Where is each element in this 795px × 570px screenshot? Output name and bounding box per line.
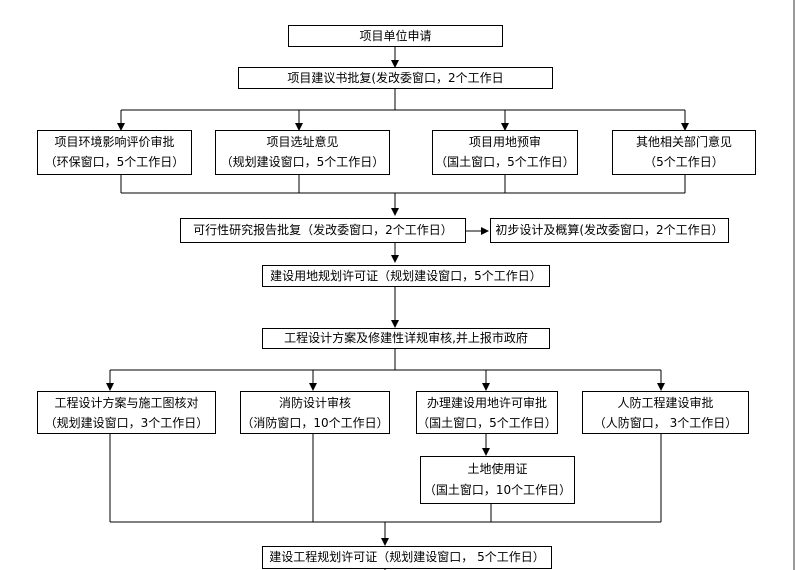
node-fire-sub: （消防窗口，10个工作日） [241,416,389,430]
node-apply: 项目单位申请 [288,25,503,47]
right-border-line [793,0,795,570]
node-civil-defense-title: 人防工程建设审批 [617,396,714,410]
node-prelim: 初步设计及概算(发改委窗口，2个工作日） [490,218,729,243]
node-land-use: 土地使用证 （国土窗口，10个工作日） [420,456,575,504]
node-env: 项目环境影响评价审批 （环保窗口，5个工作日） [37,130,192,175]
node-land-permit: 办理建设用地许可审批 （国土窗口，5个工作日） [416,391,558,434]
node-land-use-sub: （国土窗口，10个工作日） [423,483,572,497]
node-proposal: 项目建议书批复(发改委窗口，2个工作日 [238,67,553,89]
node-scheme: 工程设计方案及修建性详规审核,并上报市政府 [262,328,550,349]
node-land-permit-sub: （国土窗口，5个工作日） [417,416,557,430]
node-land-plan: 建设用地规划许可证（规划建设窗口，5个工作日） [262,265,550,287]
node-design-check: 工程设计方案与施工图核对 （规划建设窗口，3个工作日） [37,391,216,434]
node-site-title: 项目选址意见 [266,135,339,149]
node-design-check-title: 工程设计方案与施工图核对 [54,396,199,410]
node-site-sub: （规划建设窗口，5个工作日） [220,155,385,169]
node-construction: 建设工程规划许可证（规划建设窗口， 5个工作日） [262,546,552,569]
node-land-pre-title: 项目用地预审 [468,135,541,149]
node-feasibility: 可行性研究报告批复（发改委窗口，2个工作日） [180,218,466,243]
node-land-pre-sub: （国土窗口，5个工作日） [435,155,575,169]
node-fire-title: 消防设计审核 [278,396,351,410]
node-land-use-title: 土地使用证 [467,462,528,476]
node-land-pre: 项目用地预审 （国土窗口，5个工作日） [432,130,578,175]
node-other-title: 其他相关部门意见 [635,135,732,149]
node-design-check-sub: （规划建设窗口，3个工作日） [44,416,209,430]
node-site: 项目选址意见 （规划建设窗口，5个工作日） [215,130,390,175]
node-civil-defense: 人防工程建设审批 （人防窗口， 3个工作日） [582,391,749,434]
node-fire: 消防设计审核 （消防窗口，10个工作日） [240,391,390,434]
node-env-sub: （环保窗口，5个工作日） [44,155,185,169]
node-civil-defense-sub: （人防窗口， 3个工作日） [593,416,738,430]
node-land-permit-title: 办理建设用地许可审批 [426,396,547,410]
node-other: 其他相关部门意见 （5个工作日） [612,130,756,175]
node-other-sub: （5个工作日） [644,155,724,169]
node-env-title: 项目环境影响评价审批 [54,135,175,149]
